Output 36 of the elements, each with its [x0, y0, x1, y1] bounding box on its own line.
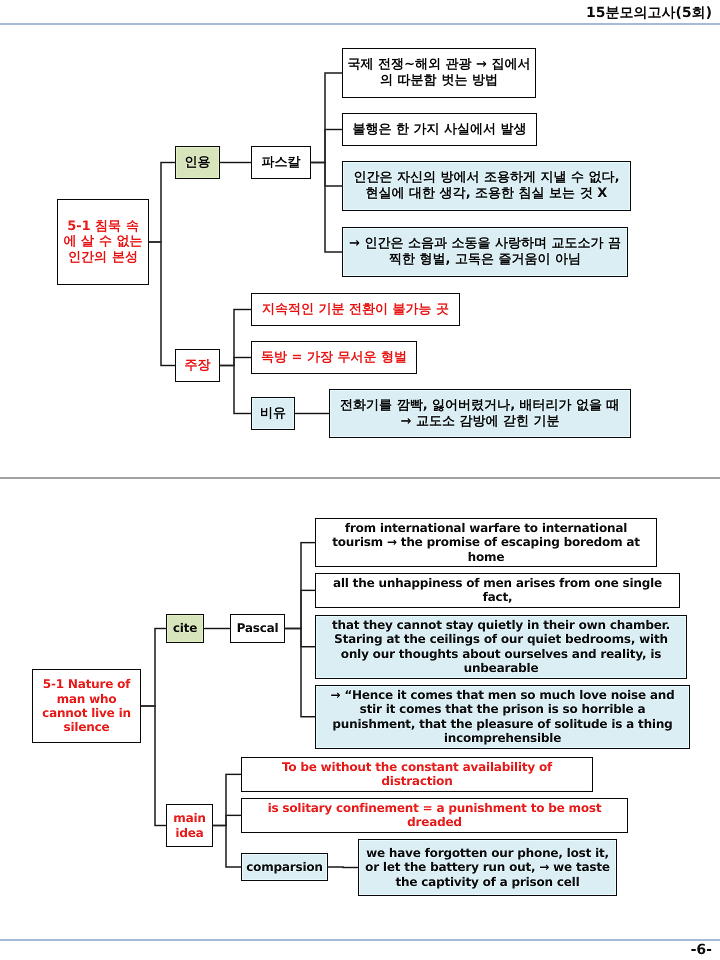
connector-line — [328, 866, 358, 868]
connector-line — [204, 628, 230, 630]
page-number: -6- — [690, 942, 712, 958]
connector-line — [220, 162, 251, 164]
connector-line — [311, 162, 342, 253]
topic-box: 전화기를 깜빡, 잃어버렸거나, 배터리가 없을 때 → 교도소 감방에 갇힌 기분 — [329, 389, 631, 438]
topic-box: 국제 전쟁~해외 관광 → 집에서의 따분함 벗는 방법 — [342, 48, 536, 98]
topic-box: 독방 = 가장 무서운 형벌 — [251, 341, 417, 374]
topic-box: comparsion — [241, 853, 328, 881]
topic-box: 불행은 한 가지 사실에서 발생 — [342, 113, 537, 146]
topic-box: is solitary confinement = a punishment to be most dreaded — [241, 798, 628, 833]
topic-box: from international warfare to international tourism → the promise of escaping boredom at home — [315, 518, 657, 568]
topic-box: 인간은 자신의 방에서 조용하게 지낼 수 없다, 현실에 대한 생각, 조용한 침실 보는 것 X — [342, 161, 631, 211]
topic-box: that they cannot stay quietly in their own chamber. Staring at the ceilings of our quiet bedrooms, with only our thoughts about ourselves and reality, is unbearable — [315, 615, 687, 679]
topic-box: 5-1 침묵 속에 살 수 없는 인간의 본성 — [57, 199, 149, 285]
topic-box: main idea — [166, 804, 213, 847]
header-title: 15분모의고사(5회) — [586, 4, 712, 22]
topic-box: 비유 — [251, 397, 295, 430]
topic-box: → “Hence it comes that men so much love noise and stir it comes that the prison is so horrible a punishment, that the pleasure of solitude is a thing incomprehensible — [315, 685, 690, 749]
topic-box: 주장 — [175, 349, 220, 382]
connector-line — [220, 364, 251, 414]
connector-line — [141, 705, 166, 826]
connector-line — [295, 412, 329, 414]
topic-box: cite — [166, 614, 204, 643]
connector-line — [149, 241, 175, 366]
topic-box: Pascal — [230, 614, 285, 643]
topic-box: 지속적인 기분 전환이 불가능 곳 — [251, 293, 460, 326]
topic-box: we have forgotten our phone, lost it, or let the battery run out, → we taste the captivity of a prison cell — [358, 839, 617, 896]
topic-box: all the unhappiness of men arises from one single fact, — [315, 573, 680, 608]
topic-box: 파스칼 — [251, 146, 311, 179]
connector-line — [285, 628, 315, 718]
topic-box: 5-1 Nature of man who cannot live in silence — [32, 669, 141, 743]
topic-box: To be without the constant availability of distraction — [241, 757, 593, 792]
topic-box: 인용 — [175, 146, 220, 179]
connector-line — [213, 824, 241, 868]
topic-box: → 인간은 소음과 소동을 사랑하며 교도소가 끔찍한 형벌, 고독은 즐거움이 아님 — [342, 227, 628, 277]
